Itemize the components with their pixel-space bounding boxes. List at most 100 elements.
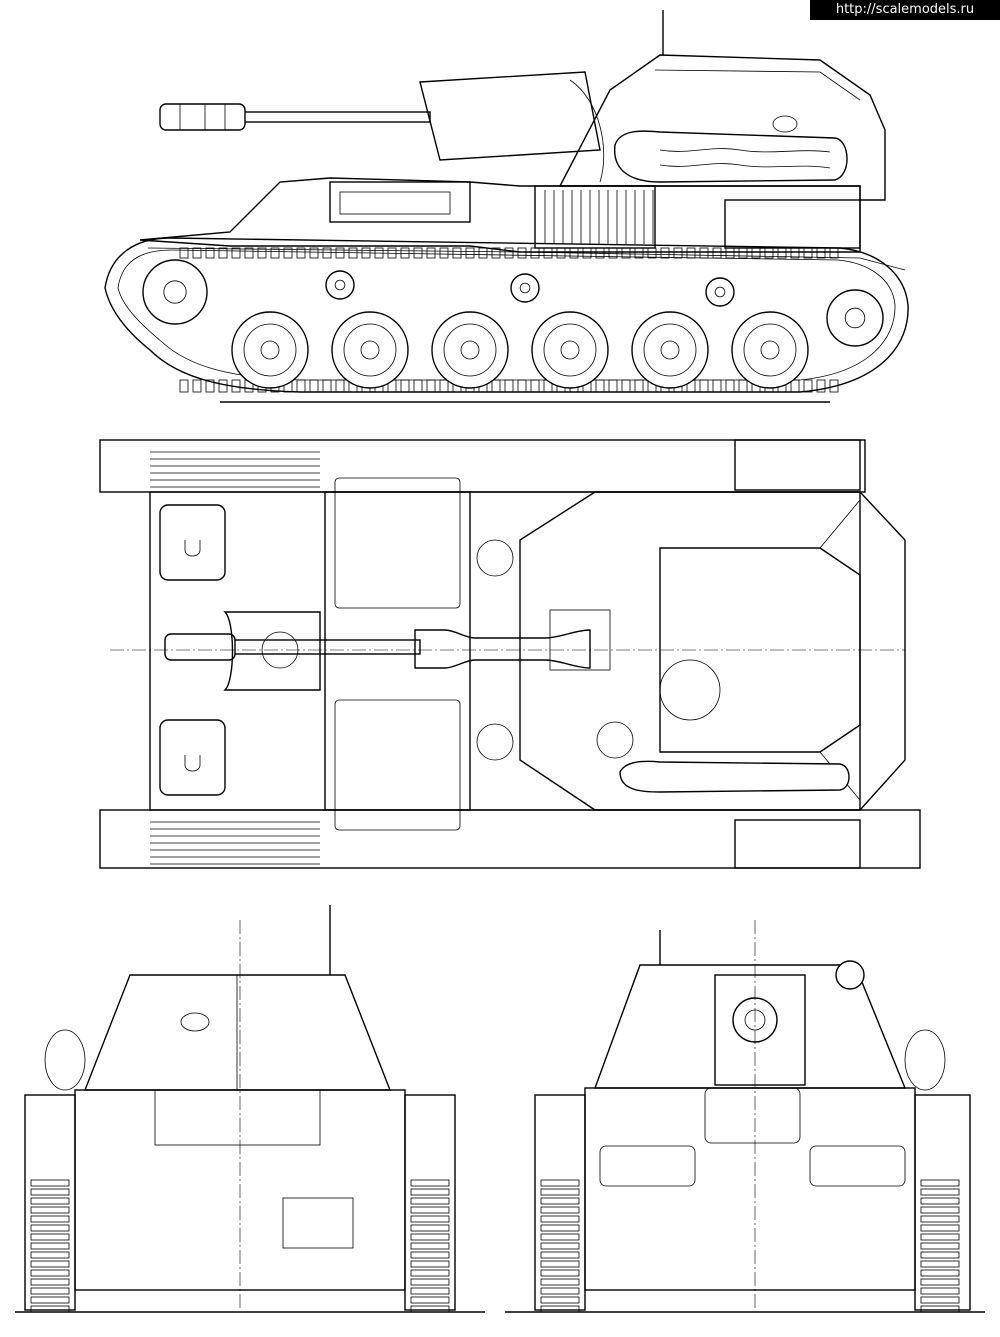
track-link [30,1179,70,1187]
vision-port [772,115,798,133]
stowage-box-top-b [734,819,861,869]
track-link [30,1242,70,1250]
track-link [540,1269,580,1277]
track-link [361,247,371,259]
watermark-url: http://scalemodels.ru [810,0,1000,20]
track-link [595,379,605,393]
roof-edge [654,69,861,101]
track-link [410,1251,450,1259]
track-link [410,1305,450,1313]
road-wheel [331,311,409,389]
road-wheels [142,259,884,389]
track-link [504,247,514,259]
road-wheel-hub [760,340,780,360]
mantlet-top [549,609,611,671]
track-link [205,247,215,259]
fender-right [99,809,921,869]
road-wheel [531,311,609,389]
track-link [621,379,631,393]
track-link [335,379,345,393]
track-link [660,247,670,259]
track-link [410,1296,450,1304]
track-link [426,379,436,393]
track-link [374,247,384,259]
track-link [920,1188,960,1196]
muzzle-brake [159,103,246,131]
track-link [192,247,202,259]
rear-track-links [30,1179,450,1313]
track-link [410,1269,450,1277]
track-link [540,1215,580,1223]
fender-line [147,247,906,271]
front-panel-left [599,1145,696,1187]
track-link [540,1287,580,1295]
track-link [410,1215,450,1223]
gun-shield [419,71,601,161]
side-view [104,10,909,403]
road-wheel-hub [260,340,280,360]
return-roller [705,277,735,307]
track-link [322,247,332,259]
track-link [283,247,293,259]
return-roller-hub [334,279,346,291]
track-link [540,1278,580,1286]
tarpaulin-roll [614,130,848,183]
track-link [491,247,501,259]
track-link [517,247,527,259]
track-link [540,1197,580,1205]
track-link [540,1179,580,1187]
louvre-panel [534,185,656,249]
stowage-box-top-a [734,439,861,491]
rear-access-plate [282,1197,354,1249]
road-wheel-rim [543,323,597,377]
return-roller [510,273,540,303]
track-link [920,1197,960,1205]
track-link [634,379,644,393]
track-link [540,1242,580,1250]
road-wheel-rim [343,323,397,377]
track-link [30,1215,70,1223]
track-link [673,247,683,259]
track-link [296,247,306,259]
track-link [540,1251,580,1259]
tarpaulin-roll-top [619,760,850,793]
track-link [540,1206,580,1214]
track-link [413,247,423,259]
track-link [30,1224,70,1232]
track-link [829,247,839,259]
track-link [439,247,449,259]
track-link [410,1233,450,1241]
track-link [920,1278,960,1286]
spare-tarp-rear [44,1029,86,1091]
road-wheel-rim [743,323,797,377]
periscope-port [596,721,634,759]
track-link [30,1287,70,1295]
track-link [410,1278,450,1286]
track-link [647,247,657,259]
track-link [920,1260,960,1268]
track-link [712,379,722,393]
track-link [712,247,722,259]
track-link [410,1287,450,1295]
hull-deck [149,491,861,811]
filler-cap-lower [476,723,514,761]
road-wheel-hub [360,340,380,360]
track-link [920,1305,960,1313]
track-link [410,1206,450,1214]
rear-track-right [404,1094,456,1311]
spare-tarp-front [904,1029,946,1091]
front-track-left [534,1094,586,1311]
track-link [410,1260,450,1268]
idler-wheel [826,289,884,347]
track-link [335,247,345,259]
drive-sprocket [142,259,208,325]
front-view [505,920,985,1313]
track-link [410,1224,450,1232]
track-link [30,1197,70,1205]
return-roller-hub [714,286,726,298]
track-link [920,1224,960,1232]
track-link [920,1287,960,1295]
track-link [348,247,358,259]
muzzle-brake-top [164,633,236,661]
track-link [410,1179,450,1187]
